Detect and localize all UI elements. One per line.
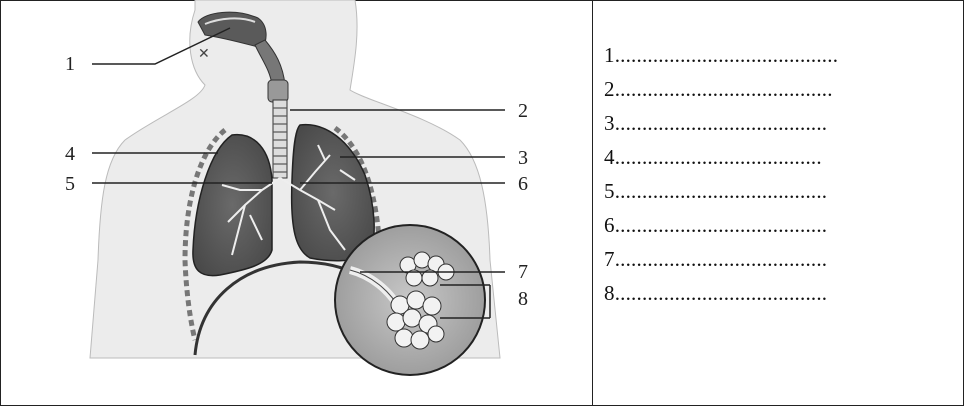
answer-line-2[interactable]: 2.......................................… <box>604 77 833 101</box>
label-3: 3 <box>518 147 528 169</box>
respiratory-illustration: ✕ <box>65 0 528 376</box>
trachea <box>272 99 288 179</box>
label-6: 6 <box>518 173 528 195</box>
label-8: 8 <box>518 288 528 310</box>
label-4: 4 <box>65 143 75 165</box>
left-lung <box>192 134 273 277</box>
svg-text:✕: ✕ <box>198 47 210 62</box>
answer-line-1[interactable]: 1.......................................… <box>604 43 839 67</box>
respiratory-system-diagram: ✕ <box>65 0 528 376</box>
bronchial-tree <box>221 144 356 256</box>
alveoli-inset <box>334 224 486 376</box>
answer-line-3[interactable]: 3....................................... <box>604 111 828 135</box>
answer-line-4[interactable]: 4...................................... <box>604 145 822 169</box>
answer-line-7[interactable]: 7....................................... <box>604 247 828 271</box>
label-5: 5 <box>65 173 75 195</box>
rib-cage-left <box>182 128 227 341</box>
answer-line-5[interactable]: 5....................................... <box>604 179 828 203</box>
answer-line-8[interactable]: 8....................................... <box>604 281 828 305</box>
larynx <box>267 79 289 103</box>
answer-line-6[interactable]: 6....................................... <box>604 213 828 237</box>
label-7: 7 <box>518 261 528 283</box>
label-2: 2 <box>518 100 528 122</box>
leader-lines <box>92 27 505 319</box>
label-1: 1 <box>65 53 75 75</box>
answer-list: 1.......................................… <box>604 38 944 310</box>
column-divider <box>592 0 593 406</box>
